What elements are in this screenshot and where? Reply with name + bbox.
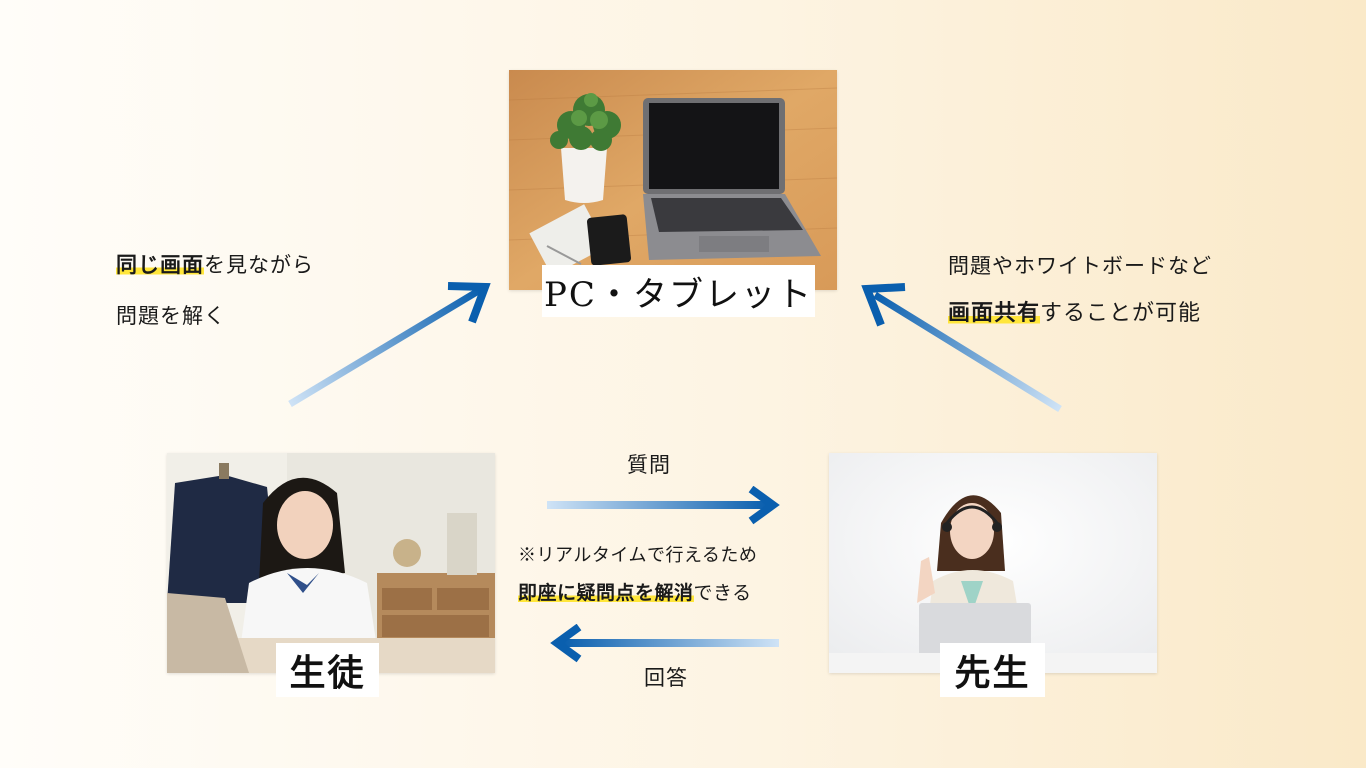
left-note-rest: を見ながら — [204, 253, 314, 277]
middle-note-line1: ※リアルタイムで行えるため — [518, 545, 758, 566]
student-photo — [167, 453, 495, 673]
left-note-line1: 同じ画面を見ながら — [116, 252, 314, 277]
right-note-line1: 問題やホワイトボードなど — [948, 254, 1212, 278]
middle-note-rest: できる — [693, 582, 752, 604]
teacher-label: 先生 — [940, 643, 1045, 697]
left-note-line2: 問題を解く — [116, 304, 226, 328]
answer-label: 回答 — [644, 666, 688, 690]
question-label: 質問 — [627, 453, 671, 477]
arrow-question — [547, 486, 780, 525]
teacher-photo — [829, 453, 1157, 673]
middle-note-line2: 即座に疑問点を解消できる — [518, 582, 752, 604]
arrow-teacher-to-pc — [861, 283, 1062, 412]
right-note-line2: 画面共有することが可能 — [948, 300, 1202, 326]
pc-tablet-photo — [509, 70, 837, 290]
arrow-answer — [550, 624, 779, 663]
right-note-highlight: 画面共有 — [948, 300, 1041, 326]
middle-note-highlight: 即座に疑問点を解消 — [518, 582, 694, 604]
arrow-student-to-pc — [288, 282, 491, 408]
left-note-highlight: 同じ画面 — [116, 252, 204, 277]
right-note-rest: することが可能 — [1040, 301, 1202, 326]
pc-tablet-label: PC・タブレット — [542, 265, 815, 317]
student-label: 生徒 — [276, 643, 379, 697]
